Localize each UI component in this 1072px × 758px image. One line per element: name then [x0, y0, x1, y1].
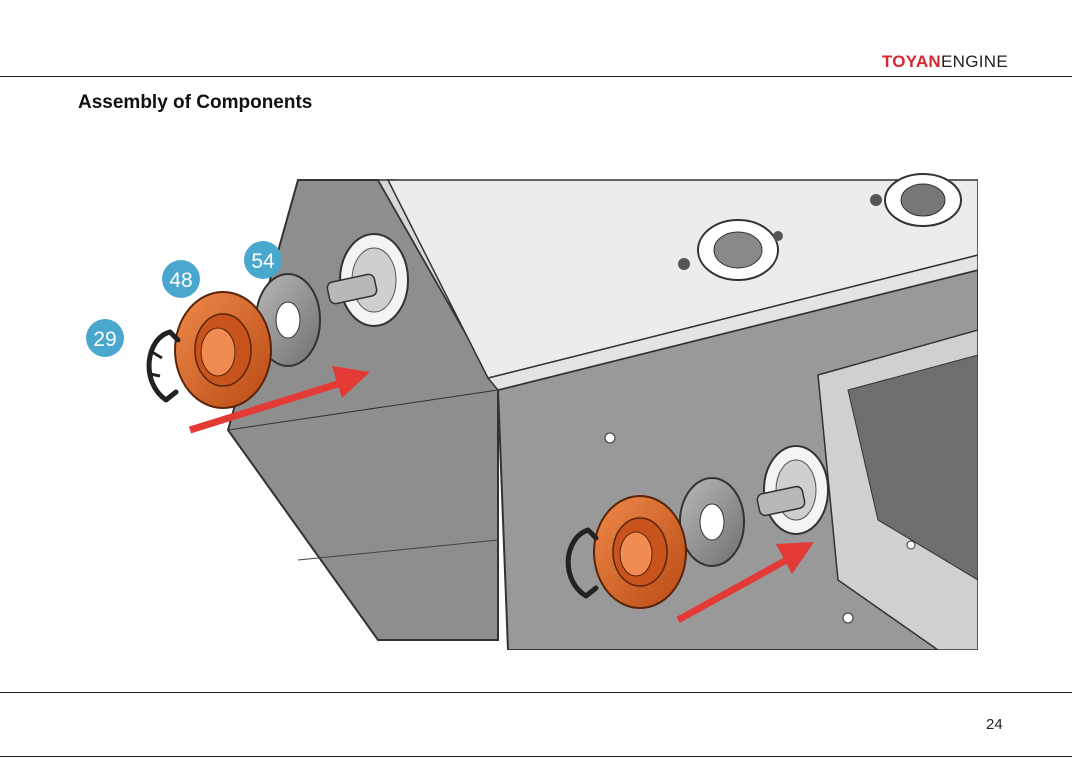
page-number: 24 [986, 716, 1003, 733]
page-title: Assembly of Components [78, 92, 312, 114]
brand-logo: TOYANENGINE [882, 52, 1008, 72]
callout-48: 48 [162, 260, 200, 298]
bottom-divider [0, 756, 1072, 757]
callout-29-label: 29 [93, 328, 116, 351]
callout-29: 29 [86, 319, 124, 357]
header-divider [0, 76, 1072, 77]
assembly-illustration: 29 48 54 [78, 160, 978, 650]
brand-primary: TOYAN [882, 52, 941, 71]
callout-54-label: 54 [251, 250, 275, 273]
footer-divider [0, 692, 1072, 693]
eclip-29 [149, 332, 178, 400]
callout-48-label: 48 [169, 269, 192, 292]
callout-54: 54 [244, 241, 282, 279]
brand-secondary: ENGINE [941, 52, 1008, 71]
